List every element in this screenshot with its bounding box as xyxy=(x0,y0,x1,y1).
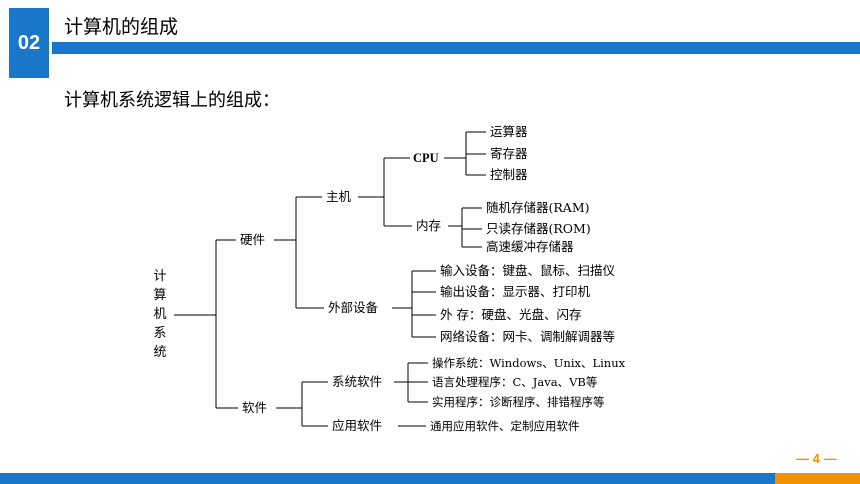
footer-blue-bar xyxy=(0,473,775,484)
node-memory-item-2: 只读存储器(ROM) xyxy=(486,221,591,236)
node-system-software: 系统软件 xyxy=(332,374,383,389)
node-system-item-1: 操作系统：Windows、Unix、Linux xyxy=(432,356,626,370)
section-number-badge: 02 xyxy=(9,8,49,78)
tree-connector-lines xyxy=(174,131,486,427)
node-memory-item-1: 随机存储器(RAM) xyxy=(486,200,590,215)
node-cpu-item-3: 控制器 xyxy=(490,167,528,182)
node-peripheral: 外部设备 xyxy=(328,300,379,315)
node-hardware: 硬件 xyxy=(240,232,266,247)
computer-system-tree-diagram: 计算机系统 硬件 主机 CPU 运算器 寄存器 控制器 内存 随机存储器(RAM… xyxy=(146,125,656,439)
page-title: 计算机的组成 xyxy=(64,16,179,38)
node-memory: 内存 xyxy=(416,218,442,233)
page-number: — 4 — xyxy=(796,451,837,466)
node-peripheral-item-2: 输出设备：显示器、打印机 xyxy=(440,284,591,299)
node-memory-item-3: 高速缓冲存储器 xyxy=(486,239,574,254)
node-peripheral-item-3: 外 存：硬盘、光盘、闪存 xyxy=(440,307,582,322)
node-system-item-3: 实用程序：诊断程序、排错程序等 xyxy=(432,395,605,409)
node-app-item-1: 通用应用软件、定制应用软件 xyxy=(430,419,580,433)
diagram-root-label: 计算机系统 xyxy=(153,269,167,360)
node-host: 主机 xyxy=(326,189,352,204)
node-system-item-2: 语言处理程序：C、Java、VB等 xyxy=(432,375,598,389)
node-cpu-item-2: 寄存器 xyxy=(490,146,528,161)
node-cpu: CPU xyxy=(413,151,439,165)
node-peripheral-item-4: 网络设备：网卡、调制解调器等 xyxy=(440,329,616,344)
node-app-software: 应用软件 xyxy=(332,418,383,433)
footer-orange-bar xyxy=(775,473,860,484)
slide-subtitle: 计算机系统逻辑上的组成： xyxy=(64,90,280,111)
node-peripheral-item-1: 输入设备：键盘、鼠标、扫描仪 xyxy=(440,263,616,278)
title-underline-bar xyxy=(52,42,860,54)
node-cpu-item-1: 运算器 xyxy=(490,124,528,139)
node-software: 软件 xyxy=(242,400,268,415)
